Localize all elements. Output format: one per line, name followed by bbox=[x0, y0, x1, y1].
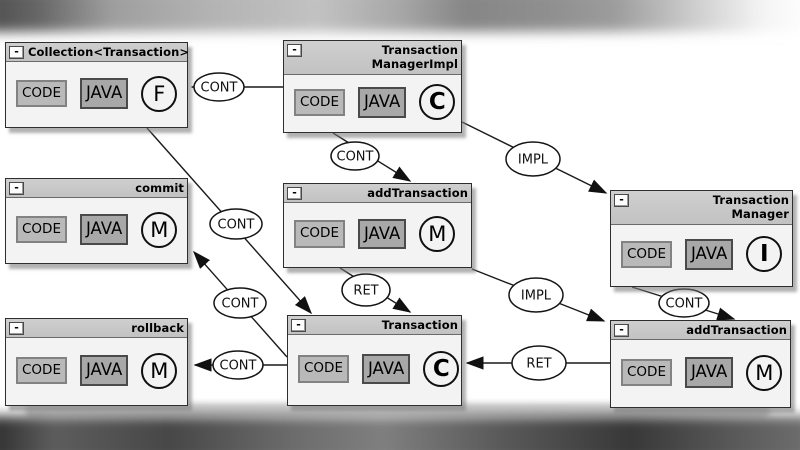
node-transaction[interactable]: - Transaction CODE JAVA C bbox=[287, 315, 462, 406]
edge-label[interactable]: CONT bbox=[220, 359, 257, 374]
method-type-badge: M bbox=[141, 211, 178, 248]
minimize-icon: - bbox=[292, 185, 297, 199]
node-body: CODE JAVA M bbox=[611, 340, 790, 407]
edge-transaction-rollback[interactable]: CONT bbox=[193, 350, 287, 380]
code-button[interactable]: CODE bbox=[621, 358, 672, 387]
minimize-icon: - bbox=[296, 317, 301, 331]
edge-tmanager-addtransaction[interactable]: CONT bbox=[631, 286, 736, 321]
method-type-badge: M bbox=[746, 354, 783, 391]
node-body: CODE JAVA I bbox=[611, 225, 792, 286]
edge-collection-transaction[interactable]: CONT bbox=[146, 127, 313, 315]
bottom-light-band bbox=[25, 403, 770, 418]
java-button[interactable]: JAVA bbox=[361, 353, 411, 385]
node-transaction-manager[interactable]: - Transaction Manager CODE JAVA I bbox=[610, 190, 793, 287]
edge-label[interactable]: CONT bbox=[222, 297, 259, 312]
code-button[interactable]: CODE bbox=[294, 220, 345, 248]
node-title: addTransaction bbox=[686, 323, 787, 337]
java-button[interactable]: JAVA bbox=[79, 355, 129, 386]
node-body: CODE JAVA M bbox=[284, 203, 471, 267]
minimize-button[interactable]: - bbox=[614, 324, 629, 337]
java-button[interactable]: JAVA bbox=[357, 87, 407, 118]
node-title: rollback bbox=[131, 321, 184, 335]
class-type-badge: C bbox=[419, 84, 456, 121]
node-title: commit bbox=[135, 181, 184, 195]
top-letterbox-bar bbox=[0, 0, 800, 32]
node-addtransaction-impl[interactable]: - addTransaction CODE JAVA M bbox=[283, 183, 472, 268]
edge-label[interactable]: IMPL bbox=[518, 153, 549, 168]
edge-addtransaction-impl-addtransaction[interactable]: IMPL bbox=[471, 268, 606, 322]
edge-tmimpl-tmanager[interactable]: IMPL bbox=[461, 121, 608, 194]
node-titlebar[interactable]: - addTransaction bbox=[284, 184, 471, 204]
edge-addtransaction-ret-transaction-2[interactable]: RET bbox=[465, 345, 610, 381]
interface-type-badge: I bbox=[746, 236, 783, 273]
code-button[interactable]: CODE bbox=[16, 215, 67, 244]
code-button[interactable]: CODE bbox=[294, 88, 345, 117]
code-button[interactable]: CODE bbox=[621, 240, 672, 269]
minimize-icon: - bbox=[14, 320, 19, 334]
node-body: CODE JAVA C bbox=[284, 75, 461, 132]
java-button[interactable]: JAVA bbox=[357, 218, 407, 250]
minimize-icon: - bbox=[619, 322, 624, 336]
node-titlebar[interactable]: - Transaction Manager bbox=[611, 191, 792, 225]
method-type-badge: M bbox=[419, 216, 456, 253]
node-titlebar[interactable]: - commit bbox=[6, 179, 187, 199]
minimize-button[interactable]: - bbox=[9, 46, 24, 59]
method-type-badge: M bbox=[141, 352, 178, 389]
java-button[interactable]: JAVA bbox=[684, 357, 734, 388]
minimize-button[interactable]: - bbox=[287, 44, 302, 57]
node-commit[interactable]: - commit CODE JAVA M bbox=[5, 178, 188, 264]
java-button[interactable]: JAVA bbox=[79, 78, 129, 109]
code-button[interactable]: CODE bbox=[16, 356, 67, 385]
node-titlebar[interactable]: - rollback bbox=[6, 319, 187, 339]
code-button[interactable]: CODE bbox=[298, 355, 349, 383]
edge-tmimpl-addtransaction[interactable]: CONT bbox=[330, 132, 412, 182]
node-rollback[interactable]: - rollback CODE JAVA M bbox=[5, 318, 188, 406]
node-title: Transaction ManagerImpl bbox=[371, 43, 458, 72]
node-addtransaction-manager[interactable]: - addTransaction CODE JAVA M bbox=[610, 320, 791, 408]
edge-label[interactable]: CONT bbox=[337, 150, 374, 165]
node-transaction-manager-impl[interactable]: - Transaction ManagerImpl CODE JAVA C bbox=[283, 40, 462, 133]
minimize-icon: - bbox=[14, 180, 19, 194]
minimize-button[interactable]: - bbox=[291, 319, 306, 332]
java-button[interactable]: JAVA bbox=[684, 239, 734, 270]
node-title: Collection<Transaction> bbox=[28, 45, 190, 59]
node-titlebar[interactable]: - addTransaction bbox=[611, 321, 790, 341]
node-title: addTransaction bbox=[367, 186, 468, 200]
minimize-icon: - bbox=[14, 44, 19, 58]
java-button[interactable]: JAVA bbox=[79, 214, 129, 245]
node-body: CODE JAVA M bbox=[6, 198, 187, 263]
edge-label[interactable]: IMPL bbox=[521, 289, 552, 304]
node-title: Transaction bbox=[381, 318, 458, 332]
minimize-icon: - bbox=[619, 192, 624, 206]
minimize-button[interactable]: - bbox=[287, 187, 302, 200]
edge-addtransaction-ret-transaction[interactable]: RET bbox=[339, 267, 412, 313]
node-body: CODE JAVA F bbox=[6, 62, 187, 127]
minimize-button[interactable]: - bbox=[9, 182, 24, 195]
field-type-badge: F bbox=[141, 75, 178, 112]
edge-label[interactable]: CONT bbox=[218, 218, 255, 233]
edge-label[interactable]: CONT bbox=[666, 297, 703, 312]
edge-label[interactable]: RET bbox=[353, 284, 378, 299]
node-body: CODE JAVA M bbox=[6, 338, 187, 405]
class-type-badge: C bbox=[423, 351, 460, 388]
node-collection-transaction[interactable]: - Collection<Transaction> CODE JAVA F bbox=[5, 42, 190, 128]
node-body: CODE JAVA C bbox=[288, 335, 461, 405]
node-title: Transaction Manager bbox=[712, 193, 789, 222]
node-titlebar[interactable]: - Transaction bbox=[288, 316, 461, 336]
code-button[interactable]: CODE bbox=[16, 79, 67, 108]
minimize-button[interactable]: - bbox=[9, 322, 24, 335]
edge-label[interactable]: RET bbox=[526, 357, 551, 372]
minimize-icon: - bbox=[292, 42, 297, 56]
edge-label[interactable]: CONT bbox=[201, 81, 238, 96]
node-titlebar[interactable]: - Collection<Transaction> bbox=[6, 43, 190, 63]
edge-tmimpl-collection[interactable]: CONT bbox=[190, 72, 283, 102]
minimize-button[interactable]: - bbox=[614, 194, 629, 207]
bottom-letterbox-bar bbox=[0, 416, 800, 450]
edge-transaction-commit[interactable]: CONT bbox=[192, 250, 288, 358]
node-titlebar[interactable]: - Transaction ManagerImpl bbox=[284, 41, 461, 75]
